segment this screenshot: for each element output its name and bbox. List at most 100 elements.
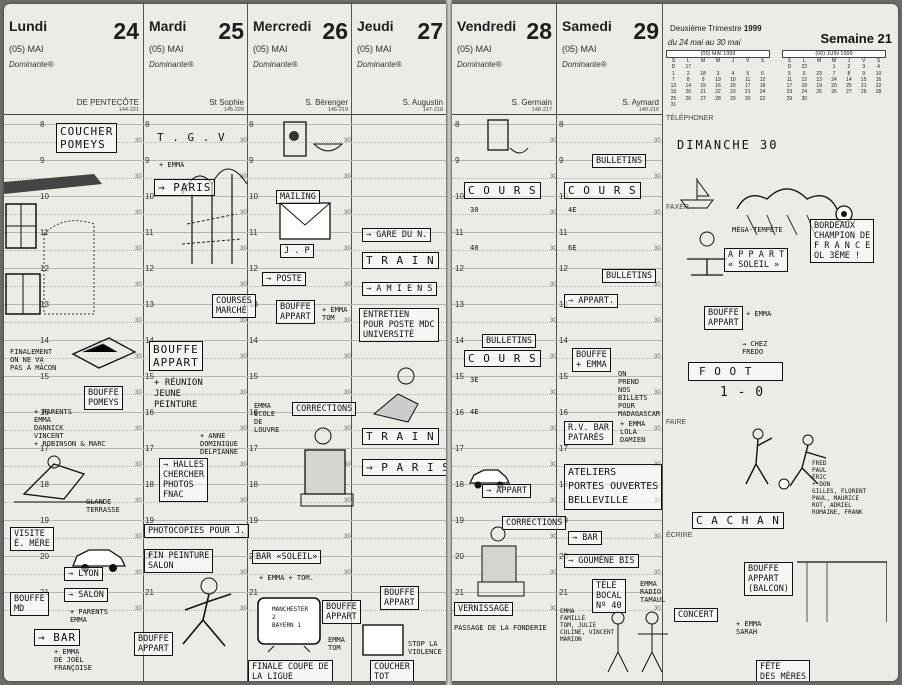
note-bouffe-appart-wed-2: BOUFFE APPART [322,600,361,624]
mini-weekday: J [847,58,851,64]
mini-day: 10 [730,76,736,83]
half-hour-line [4,430,446,431]
hour-line [452,376,662,377]
day-number: 25 [218,18,244,44]
day-column-monday: Lundi 24 (05) MAI Dominante® DE PENTECÔT… [4,4,143,681]
note-cours-sat: C O U R S [564,182,641,199]
mini-weekday: D [671,64,676,71]
book-gutter [446,0,452,685]
dimanche-heading: DIMANCHE 30 [677,138,779,152]
hour-label: 9 [455,156,460,165]
note-cours-40: 40 [470,244,479,252]
note-cachan: C A C H A N [692,512,784,529]
hour-line [452,448,662,449]
half-hour-line [452,322,662,323]
half-hour-line [4,178,446,179]
hour-label: 13 [40,300,49,309]
half-hour-label: 30 [135,462,142,468]
half-hour-label: 30 [135,174,142,180]
note-emma-sarah: + EMMA SARAH [736,620,762,636]
half-hour-line [4,502,446,503]
mini-day: 27 [700,95,706,102]
mini-day [755,102,770,108]
hour-label: 18 [455,480,464,489]
half-hour-label: 30 [550,210,557,216]
note-emma-ecole-louvre: EMMA ÉCOLE DE LOUVRE [254,402,280,434]
half-hour-label: 30 [135,138,142,144]
planner-left-page: Lundi 24 (05) MAI Dominante® DE PENTECÔT… [4,4,446,681]
note-to-appart-sat: → APPART. [564,294,619,308]
note-halles-fnac: → HALLES CHERCHER PHOTOS FNAC [159,458,208,502]
mini-weekday: S [787,58,792,64]
note-emma-tom-3: EMMA TOM [328,636,345,652]
mini-day: 31 [670,102,677,109]
half-hour-line [4,538,446,539]
mini-day [841,96,856,102]
mini-day: 4 [877,64,880,71]
window-house-sketch [4,174,102,315]
mini-weekday: V [862,58,866,64]
hour-line [4,556,446,557]
hour-line [452,592,662,593]
mini-weekday: J [731,58,735,64]
half-hour-label: 30 [344,246,351,252]
note-goumene-bis: → GOUMÈNE BIS [564,554,639,568]
hour-label: 9 [40,156,45,165]
hour-label: 14 [455,336,464,345]
day-column-wednesday: Mercredi 26 (05) MAI Dominante® S. Béren… [247,4,352,681]
hour-label: 18 [559,480,568,489]
day-saint: DE PENTECÔTE [76,98,139,107]
day-saint: S. Aymard [622,98,659,107]
hour-label: 17 [455,444,464,453]
half-hour-label: 30 [240,174,247,180]
note-corrections-wed: CORRECTIONS [292,402,357,416]
half-hour-label: 30 [550,570,557,576]
half-hour-line [452,286,662,287]
half-hour-label: 30 [550,462,557,468]
mini-day: 11 [786,76,793,83]
note-bulletins-sat: BULLETINS [592,154,647,168]
note-to-lyon: → LYON [64,567,103,581]
hour-label: 19 [40,516,49,525]
mini-day: 23 [730,89,736,96]
mini-day [856,96,871,102]
mini-day: 16 [715,83,721,90]
half-hour-label: 30 [550,426,557,432]
hour-label: 14 [40,336,49,345]
note-fin-peinture: FIN PEINTURE SALON [144,549,214,573]
hour-label: 13 [145,300,154,309]
hour-label: 8 [559,120,564,129]
note-gare-du-nord: → GARE DU N. [362,228,432,242]
hour-line [452,196,662,197]
mini-day: 14 [846,76,852,83]
mini-day: 23 [786,89,793,96]
half-hour-label: 30 [550,390,557,396]
hour-line [4,520,446,521]
mini-day: 19 [670,89,677,96]
mini-day [711,102,726,108]
half-hour-line [452,574,662,575]
hour-label: 8 [249,120,254,129]
note-tele-bocal: TÉLÉ BOCAL Nº 40 [592,579,626,613]
note-score: 1 - 0 [720,385,765,400]
half-hour-label: 30 [240,354,247,360]
mini-day: 26 [860,89,867,96]
day-name: Mercredi [253,18,312,34]
football-players-sketch [745,428,827,490]
hour-line [4,232,446,233]
trimestre-label: Deuxième Trimestre [670,24,742,33]
hour-label: 13 [455,300,464,309]
hour-line [452,484,662,485]
note-jp: J . P [280,244,314,258]
hour-line [452,124,662,125]
mini-day: 29 [786,95,793,102]
mini-weekday: L [686,58,690,64]
hour-label: 9 [249,156,254,165]
half-hour-label: 30 [654,246,661,252]
mini-day: 2 [686,70,690,77]
hour-label: 16 [40,408,49,417]
half-hour-label: 30 [550,498,557,504]
day-month: (05) MAI [457,44,492,54]
mini-day: 30 [744,95,751,102]
note-cours-fri-2: C O U R S [464,350,541,367]
